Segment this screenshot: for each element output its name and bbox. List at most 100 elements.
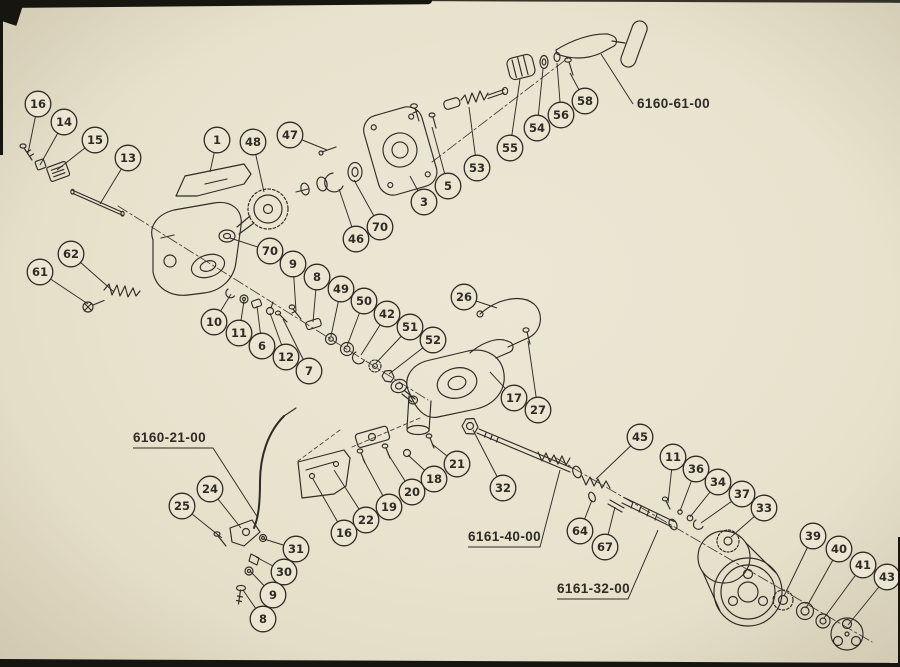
callout-number-53-9: 53	[469, 161, 485, 175]
callout-15-2: 15	[81, 126, 109, 154]
callout-30-44: 30	[270, 558, 298, 586]
callout-number-31-43: 31	[288, 542, 304, 556]
callout-45-47: 45	[626, 423, 654, 451]
spool-shaft	[581, 475, 704, 531]
callout-5-8: 5	[434, 172, 462, 200]
callout-circle-26-31	[450, 283, 478, 311]
callout-number-51-22: 51	[402, 320, 418, 334]
callout-circle-7-30	[295, 357, 323, 385]
callout-number-10-26: 10	[206, 315, 222, 329]
label-leader-0	[600, 53, 634, 105]
callout-circle-16-40	[330, 519, 358, 547]
callout-number-36-49: 36	[688, 462, 704, 476]
callout-41-55: 41	[849, 551, 877, 579]
kick-spring	[82, 283, 141, 313]
callout-circle-24-41	[196, 475, 224, 503]
callout-11-48: 11	[659, 443, 687, 471]
callout-number-24-41: 24	[202, 482, 218, 496]
callout-number-62-24: 62	[63, 247, 79, 261]
callout-37-51: 37	[728, 480, 756, 508]
callout-number-20-37: 20	[404, 485, 420, 499]
callout-8-46: 8	[249, 605, 277, 633]
callout-10-26: 10	[200, 308, 228, 336]
callout-number-17-32: 17	[506, 391, 522, 405]
callout-circle-61-25	[26, 258, 54, 286]
callout-number-33-52: 33	[756, 501, 772, 515]
callout-55-10: 55	[496, 134, 524, 162]
bail-wire	[253, 407, 297, 529]
callout-6-28: 6	[248, 332, 276, 360]
callout-circle-51-22	[396, 313, 424, 341]
callout-number-9-45: 9	[269, 588, 277, 602]
drive-gear	[236, 188, 289, 235]
callout-14-1: 14	[50, 108, 78, 136]
callout-58-13: 58	[571, 87, 599, 115]
callout-circle-21-35	[443, 450, 471, 478]
callout-circle-58-13	[571, 87, 599, 115]
diagram-artwork	[19, 20, 873, 651]
callout-layer: 6160-61-006160-21-006161-40-006161-32-00…	[24, 53, 900, 633]
callout-circle-1-4	[203, 126, 231, 154]
callout-circle-12-29	[272, 343, 300, 371]
callout-number-32-34: 32	[495, 481, 511, 495]
callout-circle-15-2	[81, 126, 109, 154]
callout-circle-18-36	[420, 465, 448, 493]
callout-circle-9-45	[259, 581, 287, 609]
side-cover-plate	[297, 449, 351, 499]
callout-circle-17-32	[500, 384, 528, 412]
callout-circle-5-8	[434, 172, 462, 200]
callout-70-16: 70	[256, 237, 284, 265]
callout-circle-52-23	[419, 326, 447, 354]
callout-number-64-57: 64	[572, 524, 588, 538]
mounting-screw-parts	[19, 143, 71, 182]
callout-number-13-3: 13	[120, 151, 136, 165]
callout-circle-11-27	[225, 319, 253, 347]
callout-number-49-19: 49	[333, 282, 349, 296]
callout-34-50: 34	[704, 468, 732, 496]
callout-number-40-54: 40	[831, 542, 847, 556]
callout-52-23: 52	[419, 326, 447, 354]
callout-46-14: 46	[342, 225, 370, 253]
callout-9-17: 9	[279, 250, 307, 278]
callout-circle-42-21	[373, 300, 401, 328]
callout-number-8-18: 8	[313, 270, 321, 284]
callout-circle-46-14	[342, 225, 370, 253]
callout-number-30-44: 30	[276, 565, 292, 579]
callout-number-9-17: 9	[289, 257, 297, 271]
callout-43-56: 43	[873, 563, 900, 591]
callout-33-52: 33	[750, 494, 778, 522]
part-number-label-2: 6161-40-00	[468, 529, 541, 544]
callout-circle-16-0	[24, 90, 52, 118]
pinion-stack	[288, 304, 419, 405]
callout-number-11-27: 11	[231, 326, 247, 340]
callout-53-9: 53	[463, 154, 491, 182]
main-shaft	[461, 417, 582, 479]
callout-circle-40-54	[825, 535, 853, 563]
centerline-handle	[431, 57, 569, 163]
callout-51-22: 51	[396, 313, 424, 341]
callout-circle-14-1	[50, 108, 78, 136]
callout-12-29: 12	[272, 343, 300, 371]
callout-circle-50-20	[350, 287, 378, 315]
callout-11-27: 11	[225, 319, 253, 347]
callout-circle-39-53	[799, 522, 827, 550]
callout-20-37: 20	[398, 478, 426, 506]
callout-number-25-42: 25	[174, 499, 190, 513]
callout-16-0: 16	[24, 90, 52, 118]
callout-47-6: 47	[276, 121, 304, 149]
callout-circle-70-15	[366, 213, 394, 241]
callout-circle-45-47	[626, 423, 654, 451]
callout-circle-41-55	[849, 551, 877, 579]
rotor-assembly	[151, 163, 252, 296]
callout-circle-49-19	[327, 275, 355, 303]
callout-39-53: 39	[799, 522, 827, 550]
callout-circle-64-57	[566, 517, 594, 545]
callout-40-54: 40	[825, 535, 853, 563]
callout-number-70-15: 70	[372, 220, 388, 234]
callout-circle-47-6	[276, 121, 304, 149]
callout-number-34-50: 34	[710, 475, 726, 489]
click-gear	[716, 529, 740, 553]
callout-number-54-11: 54	[529, 121, 545, 135]
